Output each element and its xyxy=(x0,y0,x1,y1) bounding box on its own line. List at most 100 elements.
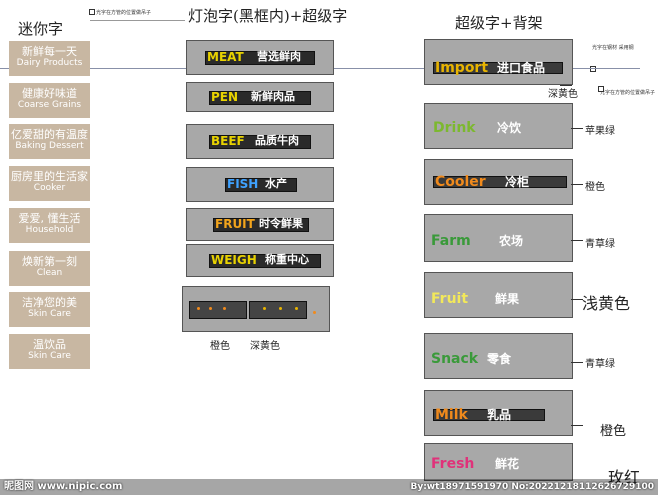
bulb-sign-en: WEIGH xyxy=(211,253,257,267)
heading-mini-text: 迷你字 xyxy=(18,20,64,38)
bulb-sign-en: FRUIT xyxy=(215,217,255,231)
super-sign-color-label: 苹果绿 xyxy=(585,126,615,137)
bulb-sign-panel: FISH 水产 xyxy=(186,167,334,202)
super-sign-cn: 零食 xyxy=(487,352,512,366)
bulb-sign-panel: MEAT 营选鲜肉 xyxy=(186,40,334,75)
bulb-sign-en: MEAT xyxy=(207,50,244,64)
bulb-sign-cn: 称重中心 xyxy=(265,253,309,266)
super-sign-color-label: 青草绿 xyxy=(585,359,615,370)
super-sign-cn: 农场 xyxy=(499,234,524,248)
watermark-bar xyxy=(0,479,658,495)
mini-sign-tile: 亿爱甜的有温度 Baking Dessert xyxy=(9,124,90,159)
super-sign-panel: Fresh 鲜花 xyxy=(424,443,573,481)
super-sign-color-label: 浅黄色 xyxy=(582,294,631,313)
label-leader xyxy=(571,240,583,241)
super-sign-en: Milk xyxy=(435,407,468,423)
bulb-sign-panel: PEN 新鲜肉品 xyxy=(186,82,334,112)
super-sign-color-label: 玫红 xyxy=(608,468,641,487)
bulb-dot xyxy=(295,307,298,310)
note-marker xyxy=(590,66,596,72)
bulb-bar xyxy=(205,51,315,65)
super-sign-panel: Snack 零食 xyxy=(424,333,573,379)
bulb-sign-en: FISH xyxy=(227,177,259,191)
super-sign-color-label: 青草绿 xyxy=(585,239,615,250)
bulb-dot xyxy=(313,311,316,314)
bulb-dot xyxy=(209,307,212,310)
super-sign-cn: 冷饮 xyxy=(497,121,522,135)
super-sign-color-label: 橙色 xyxy=(585,182,605,193)
label-leader xyxy=(560,85,572,86)
bulb-dot xyxy=(279,307,282,310)
bulb-sign-panel: BEEF 品质牛肉 xyxy=(186,124,334,159)
super-sign-panel: Import 进口食品 xyxy=(424,39,573,85)
mini-sign-tile: 新鲜每一天 Dairy Products xyxy=(9,41,90,76)
super-sign-panel: Farm 农场 xyxy=(424,214,573,262)
super-sign-en: Cooler xyxy=(435,174,486,190)
tile-chinese: 健康好味道 xyxy=(22,87,77,100)
super-sign-en: Farm xyxy=(431,233,471,249)
note-leader-line xyxy=(90,20,185,21)
tile-english: Baking Dessert xyxy=(15,141,84,151)
label-leader xyxy=(571,425,583,426)
tile-chinese: 洁净您的美 xyxy=(22,296,77,309)
super-sign-frame xyxy=(433,62,563,74)
super-sign-cn: 鲜花 xyxy=(495,457,520,471)
bulb-sign-panel: FRUIT 时令鲜果 xyxy=(186,208,334,241)
note-right-1: 光字在钢材 采用钢 xyxy=(592,45,634,51)
bulb-detail-panel xyxy=(182,286,330,332)
watermark-left: 昵图网 www.nipic.com xyxy=(4,481,123,492)
super-sign-frame xyxy=(433,409,545,421)
tile-english: Coarse Grains xyxy=(17,100,82,110)
bulb-dot xyxy=(197,307,200,310)
tile-english: Skin Care xyxy=(28,309,71,319)
note-right-2: 光字在方管的位置做吊子 xyxy=(600,90,656,96)
bulb-sign-cn: 水产 xyxy=(265,177,287,190)
mini-sign-tile: 温饮品 Skin Care xyxy=(9,334,90,369)
tile-english: Cooker xyxy=(33,183,66,193)
mini-sign-tile: 爱爱, 懂生活 Household xyxy=(9,208,90,243)
bulb-dot xyxy=(263,307,266,310)
mini-sign-tile: 焕新第一刻 Clean xyxy=(9,251,90,286)
super-sign-en: Fruit xyxy=(431,291,469,307)
label-leader xyxy=(571,299,583,300)
super-sign-panel: Drink 冷饮 xyxy=(424,103,573,149)
note-marker xyxy=(89,9,95,15)
super-sign-cn: 鲜果 xyxy=(495,292,520,306)
bulb-sign-cn: 时令鲜果 xyxy=(259,217,303,230)
note-marker xyxy=(598,86,604,92)
mini-sign-tile: 洁净您的美 Skin Care xyxy=(9,292,90,327)
bulb-sign-cn: 营选鲜肉 xyxy=(257,50,301,63)
bulb-detail-bar xyxy=(249,301,307,319)
bulb-sign-cn: 品质牛肉 xyxy=(255,134,299,147)
bulb-dot xyxy=(223,307,226,310)
bulb-color-label-left: 橙色 xyxy=(210,341,230,352)
tile-english: Household xyxy=(25,225,74,235)
tile-chinese: 焕新第一刻 xyxy=(22,255,77,268)
label-leader xyxy=(571,184,583,185)
bulb-bar xyxy=(213,218,309,232)
heading-super-text: 超级字+背架 xyxy=(455,14,543,32)
bulb-color-label-right: 深黄色 xyxy=(250,341,280,352)
super-sign-cn: 进口食品 xyxy=(497,61,546,75)
tile-english: Clean xyxy=(36,268,63,278)
bulb-sign-en: BEEF xyxy=(211,134,245,148)
super-sign-frame xyxy=(433,176,567,188)
super-sign-cn: 乳品 xyxy=(487,408,512,422)
mini-sign-tile: 健康好味道 Coarse Grains xyxy=(9,83,90,118)
super-sign-panel: Fruit 鲜果 xyxy=(424,272,573,318)
bulb-sign-panel: WEIGH 称重中心 xyxy=(186,244,334,277)
mini-sign-tile: 厨房里的生活家 Cooker xyxy=(9,166,90,201)
heading-bulb-text: 灯泡字(黑框内)+超级字 xyxy=(188,7,348,25)
super-sign-en: Import xyxy=(435,60,489,76)
bulb-detail-bar xyxy=(189,301,247,319)
bulb-bar xyxy=(225,178,297,192)
bulb-sign-cn: 新鲜肉品 xyxy=(251,90,295,103)
bulb-bar xyxy=(209,91,311,105)
super-sign-en: Drink xyxy=(433,120,476,136)
tile-english: Dairy Products xyxy=(16,58,83,68)
super-sign-panel: Cooler 冷柜 xyxy=(424,159,573,205)
super-sign-color-label: 橙色 xyxy=(600,424,627,439)
tile-chinese: 新鲜每一天 xyxy=(22,45,77,58)
super-sign-color-label: 深黄色 xyxy=(548,89,578,100)
label-leader xyxy=(571,128,583,129)
